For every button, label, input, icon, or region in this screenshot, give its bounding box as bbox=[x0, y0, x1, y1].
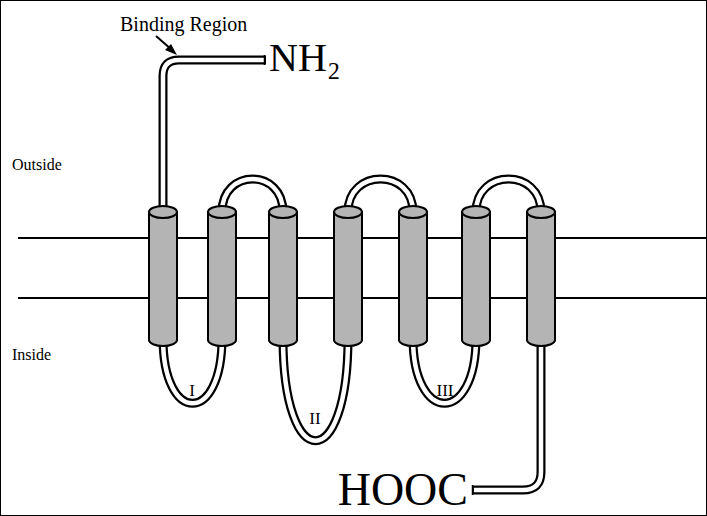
terminus-label: HOOC bbox=[338, 467, 468, 513]
loop-number: II bbox=[309, 410, 320, 427]
loop-number: III bbox=[437, 382, 454, 399]
side-label: Outside bbox=[12, 157, 62, 173]
loop-number: I bbox=[189, 382, 195, 399]
transmembrane-helix bbox=[149, 206, 555, 346]
chain-outline bbox=[163, 60, 541, 490]
chain-fill bbox=[163, 60, 541, 490]
region-label: Binding Region bbox=[120, 14, 247, 34]
terminus-label: NH₂ bbox=[269, 38, 341, 78]
side-label: Inside bbox=[12, 347, 51, 363]
leader-arrow bbox=[156, 36, 177, 55]
